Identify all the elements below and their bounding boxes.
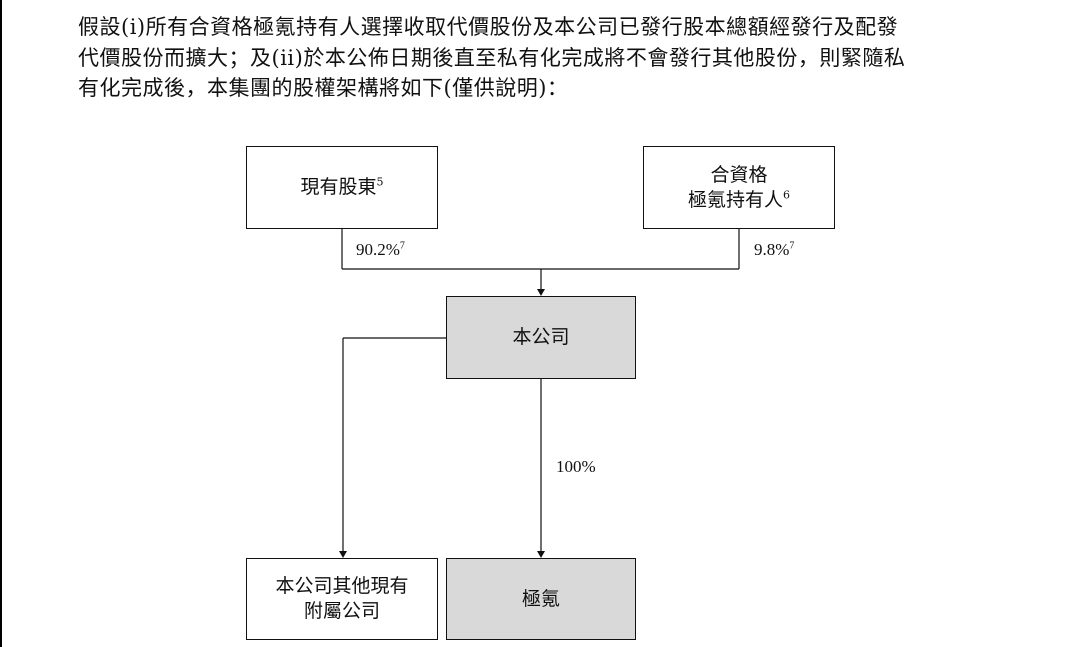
intro-line-1: 假設(i)所有合資格極氪持有人選擇收取代價股份及本公司已發行股本總額經發行及配發 [78, 15, 899, 39]
note-7-existing: 7 [399, 240, 405, 252]
intro-line-2: 代價股份而擴大；及(ii)於本公佈日期後直至私有化完成將不會發行其他股份，則緊隨… [78, 45, 906, 70]
note-7-qualified: 7 [789, 240, 795, 252]
qualified-holders-box: 合資格 極氪持有人6 [643, 146, 835, 229]
page-border [0, 0, 2, 647]
intro-line-3: 有化完成後，本集團的股權架構將如下(僅供說明)： [78, 76, 569, 100]
qualified-holders-line-2: 極氪持有人 [687, 188, 783, 211]
zeekr-label: 極氪 [521, 587, 560, 610]
intro-paragraph: 假設(i)所有合資格極氪持有人選擇收取代價股份及本公司已發行股本總額經發行及配發… [78, 12, 1028, 104]
other-subsidiaries-line-1: 本公司其他現有 [275, 575, 409, 597]
arrowhead-subsidiaries [339, 551, 347, 558]
qualified-holders-line-1: 合資格 [710, 163, 768, 186]
pct-existing-value: 90.2% [356, 240, 400, 259]
zeekr-box: 極氪 [446, 558, 636, 640]
company-label: 本公司 [512, 326, 570, 348]
pct-qualified-value: 9.8% [754, 240, 790, 259]
other-subsidiaries-box: 本公司其他現有 附屬公司 [246, 558, 438, 640]
pct-zeekr-label: 100% [556, 457, 596, 477]
pct-zeekr-value: 100% [556, 457, 596, 476]
note-6: 6 [783, 188, 790, 202]
existing-shareholders-label: 現有股東 [300, 176, 377, 198]
arrowhead-company [537, 289, 545, 296]
pct-existing-label: 90.2%7 [356, 240, 405, 260]
arrowhead-zeekr [537, 551, 545, 558]
pct-qualified-label: 9.8%7 [754, 240, 794, 260]
company-box: 本公司 [446, 296, 636, 379]
existing-shareholders-box: 現有股東5 [246, 146, 438, 229]
other-subsidiaries-line-2: 附屬公司 [303, 600, 380, 622]
note-5: 5 [376, 175, 384, 189]
